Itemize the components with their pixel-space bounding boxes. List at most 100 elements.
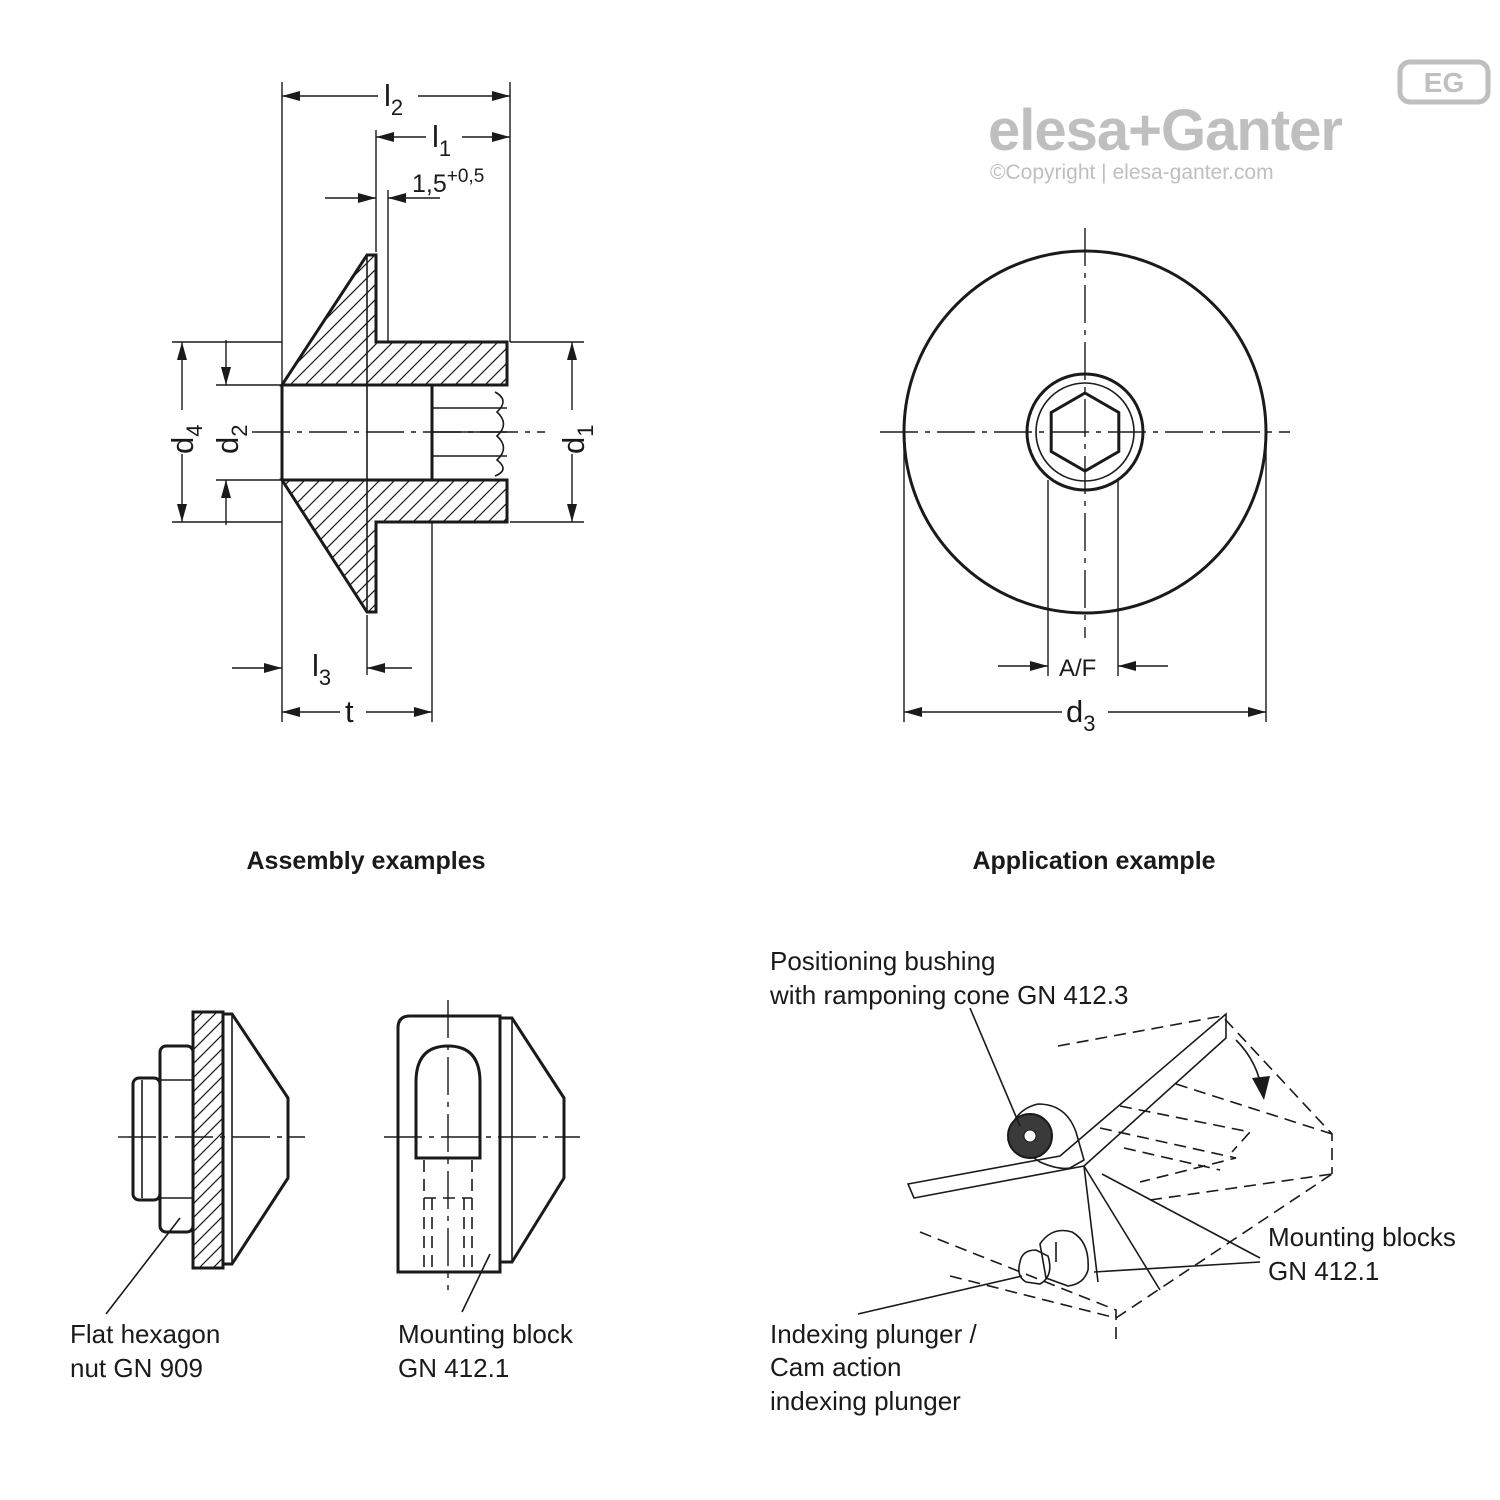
- hatch-line: [309, 480, 466, 612]
- hatch-line: [80, 240, 240, 400]
- hatch-line: [665, 240, 825, 400]
- hatch-line: [349, 255, 507, 385]
- hatch-line: [276, 1005, 546, 1275]
- brand-logo: EG elesa+Ganter ©Copyright | elesa-gante…: [988, 59, 1491, 184]
- section-outline-top: [279, 253, 509, 387]
- hatch-line: [10, 470, 165, 625]
- hatch-line: [282, 255, 376, 385]
- hatch-line: [0, 240, 75, 400]
- hatch-line: [212, 1257, 223, 1268]
- section-hatch-bottom: [0, 470, 810, 625]
- hatch-line: [379, 255, 507, 385]
- hatch-line: [0, 240, 60, 400]
- hatch-line: [499, 255, 507, 385]
- hatch-line: [319, 255, 481, 385]
- hatch-line: [605, 240, 765, 400]
- hatch-line: [530, 240, 690, 400]
- hatch-line: [85, 470, 240, 625]
- hatch-line: [193, 1201, 223, 1233]
- hatch-line: [0, 240, 105, 400]
- hatch-line: [486, 1005, 756, 1275]
- hatch-line: [500, 1005, 770, 1275]
- hatch-line: [290, 1005, 560, 1275]
- hatch-line: [193, 1215, 223, 1247]
- hatch-line: [474, 480, 507, 612]
- hatch-line: [0, 470, 90, 625]
- cone-profile-2: [500, 1016, 566, 1264]
- dim-t: t: [345, 694, 354, 729]
- hatch-line: [35, 240, 195, 400]
- hatch-line: [294, 480, 451, 612]
- hatch-line: [535, 470, 690, 625]
- hatch-line: [560, 240, 720, 400]
- note-positioning-bushing-line2: with ramponing cone GN 412.3: [769, 980, 1128, 1010]
- hatch-line: [282, 480, 376, 612]
- hatch-line: [0, 240, 90, 400]
- hatch-line: [459, 480, 507, 612]
- hinged-panel: [906, 1012, 1227, 1199]
- hatch-line: [590, 240, 750, 400]
- hatch-line: [110, 240, 270, 400]
- hatch-line: [680, 240, 840, 400]
- hatch-line: [0, 240, 15, 400]
- hatch-line: [0, 240, 120, 400]
- heading-assembly-examples: Assembly examples: [246, 847, 485, 875]
- hatch-line: [515, 240, 675, 400]
- hatch-line: [655, 470, 810, 625]
- hatch-line: [193, 1159, 223, 1191]
- hatch-line: [234, 1005, 504, 1275]
- note-indexing-plunger-line2: Cam action: [770, 1352, 902, 1382]
- dim-d1: d1: [556, 425, 598, 455]
- hatch-line: [424, 255, 507, 385]
- hatch-line: [282, 480, 436, 612]
- hatch-line: [550, 470, 705, 625]
- hatch-line: [444, 1005, 714, 1275]
- hatch-line: [0, 470, 45, 625]
- hatch-line: [0, 240, 30, 400]
- hatch-line: [282, 255, 421, 385]
- hatch-line: [193, 1117, 223, 1149]
- hatch-line: [65, 240, 225, 400]
- hatch-line: [282, 255, 301, 385]
- hatch-line: [439, 255, 507, 385]
- hatch-line: [193, 1033, 223, 1065]
- hatch-line: [610, 470, 765, 625]
- front-view: A/F d3: [880, 228, 1290, 736]
- hatch-line: [324, 480, 481, 612]
- logo-badge: [1397, 59, 1491, 105]
- hatch-line: [364, 255, 507, 385]
- hatch-line: [0, 470, 75, 625]
- dim-d2: d2: [210, 425, 252, 455]
- hatch-line: [520, 470, 675, 625]
- hatch-line: [625, 470, 780, 625]
- hatch-line: [640, 470, 795, 625]
- hatch-line: [20, 240, 180, 400]
- indexing-plunger: [1018, 1229, 1089, 1287]
- dim-d4: d4: [165, 425, 207, 455]
- note-hex-nut-line1: Flat hexagon: [70, 1319, 220, 1349]
- note-positioning-bushing-line1: Positioning bushing: [770, 946, 996, 976]
- hatch-line: [0, 1005, 140, 1275]
- hatch-line: [332, 1005, 602, 1275]
- hatch-line: [0, 240, 135, 400]
- hatch-line: [369, 480, 507, 612]
- hatch-line: [545, 240, 705, 400]
- hatch-line: [50, 240, 210, 400]
- hatch-line: [399, 480, 507, 612]
- hatch-line: [25, 470, 180, 625]
- hatch-line: [282, 255, 346, 385]
- hatch-line: [0, 470, 105, 625]
- hatch-line: [0, 1005, 154, 1275]
- section-hatch-top: [0, 240, 840, 400]
- note-mounting-block-line2: GN 412.1: [398, 1353, 509, 1383]
- hatch-line: [282, 480, 421, 612]
- note-mounting-block-line1: Mounting block: [398, 1319, 574, 1349]
- hatch-line: [282, 255, 331, 385]
- hatch-line: [5, 240, 165, 400]
- hatch-line: [70, 470, 225, 625]
- dim-af: A/F: [1059, 655, 1096, 682]
- hatch-line: [0, 470, 60, 625]
- hatch-line: [95, 240, 255, 400]
- hatch-line: [304, 255, 466, 385]
- hatch-line: [282, 480, 331, 612]
